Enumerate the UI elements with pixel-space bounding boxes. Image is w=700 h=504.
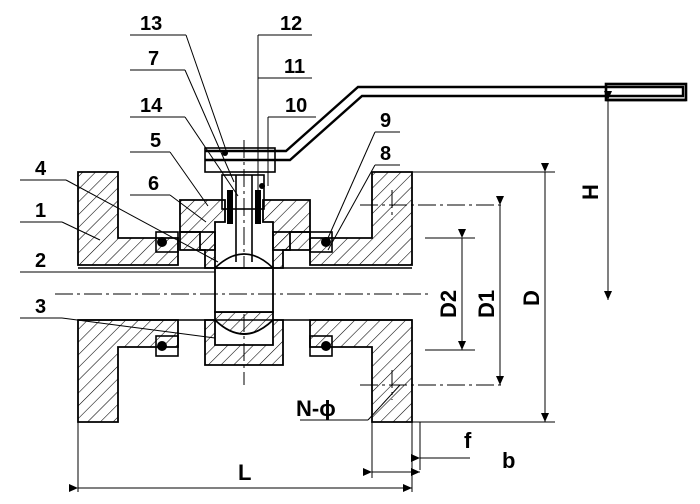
dimension-labels: H D2 D1 D N-ϕ f b L [238,184,603,485]
part-label-4: 4 [35,158,47,180]
part-label-11: 11 [284,56,305,78]
dim-label-d: D [519,290,544,306]
dimension-lines [69,91,612,492]
part-label-7: 7 [148,48,159,70]
dim-label-l: L [238,460,251,485]
part-label-1: 1 [35,200,46,222]
bore [55,267,430,321]
part-label-13: 13 [140,13,162,35]
ball [214,253,274,335]
dim-label-h: H [578,184,603,200]
bolt-centerlines [360,190,505,400]
valve-body [179,231,311,366]
part-label-5: 5 [150,130,161,152]
part-label-8: 8 [380,143,391,165]
part-label-10: 10 [285,95,307,117]
leader-lines [20,34,401,421]
dim-label-d2: D2 [436,290,461,318]
part-label-14: 14 [140,95,163,117]
stem-nut [204,147,276,224]
dim-label-f: f [464,428,472,453]
part-number-labels: 13 12 7 11 14 10 5 9 8 4 6 1 2 3 [35,13,391,318]
part-label-9: 9 [380,110,391,132]
dim-label-n-phi: N-ϕ [296,396,336,421]
handle-lever [205,82,688,162]
part-label-6: 6 [148,173,159,195]
part-label-12: 12 [280,13,302,35]
part-label-3: 3 [35,296,46,318]
left-flange [77,171,179,423]
dim-label-d1: D1 [474,290,499,318]
part-label-2: 2 [35,250,46,272]
dim-label-b: b [502,448,515,473]
